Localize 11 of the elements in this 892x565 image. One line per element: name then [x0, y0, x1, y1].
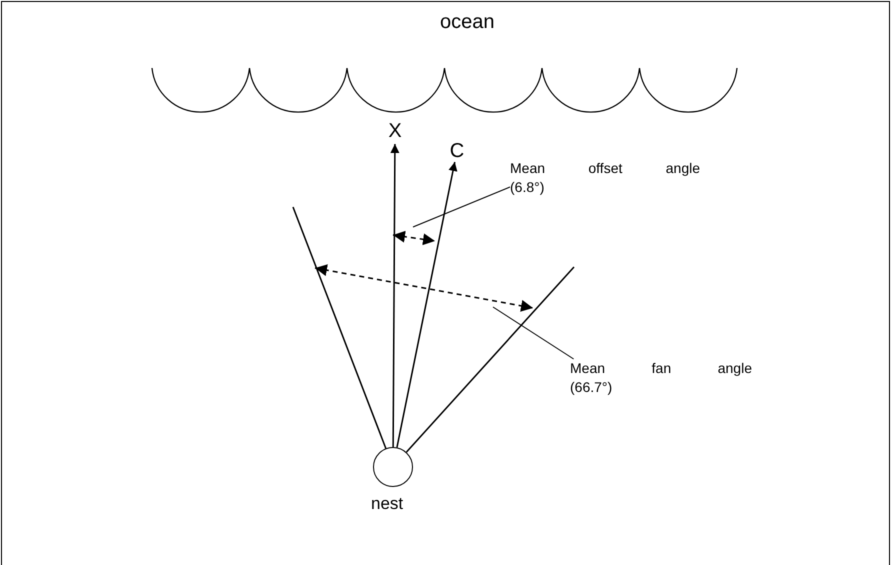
ocean-label: ocean: [440, 10, 494, 34]
axis-label: X: [385, 120, 405, 144]
arrow: [390, 144, 400, 447]
arrow: [396, 162, 458, 448]
angle-note: Mean fan angle (66.7°): [570, 359, 752, 399]
axis-label: C: [447, 140, 467, 162]
leader-line: [412, 186, 510, 228]
leader-line: [492, 306, 574, 360]
nest-label: nest: [371, 494, 404, 514]
nest-circle: [373, 447, 413, 487]
angle-note: Mean offset angle (6.8°): [510, 159, 700, 199]
